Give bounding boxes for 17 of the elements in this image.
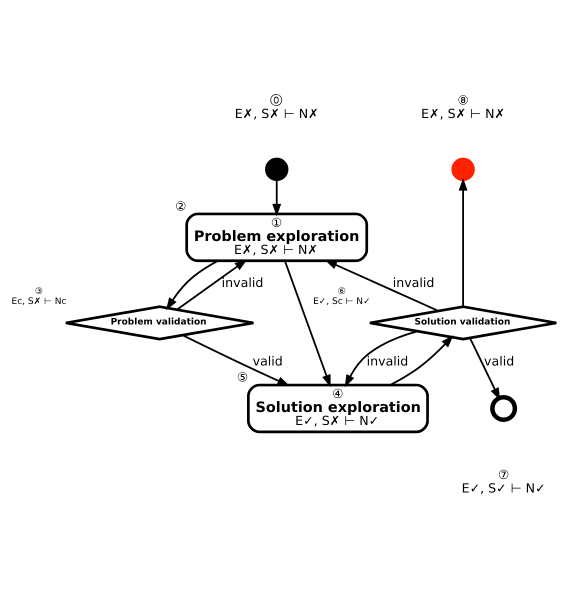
node-label: ②	[175, 198, 186, 214]
edge-label: valid	[484, 353, 514, 368]
node-label: E✓, Sc ⊢ N✓	[313, 297, 371, 308]
node-label: E✓, S✓ ⊢ N✓	[462, 480, 546, 496]
node-label: ⑦	[498, 466, 510, 482]
edge-label: invalid	[392, 275, 434, 290]
node-label: ③	[34, 287, 43, 298]
edge-label: invalid	[222, 275, 264, 290]
node-label: Ec, S✗ ⊢ Nc	[12, 297, 66, 308]
node-label: ⑧	[457, 92, 469, 108]
node-label: ⑥	[338, 287, 346, 298]
node-label: E✗, S✗ ⊢ N✗	[234, 106, 319, 121]
edge-label: invalid	[366, 353, 408, 368]
node-label: E✗, S✗ ⊢ N✗	[421, 106, 506, 121]
edge-label: valid	[252, 353, 283, 368]
node-label: ⑤	[236, 370, 248, 385]
node-label: ⓪	[270, 92, 284, 108]
